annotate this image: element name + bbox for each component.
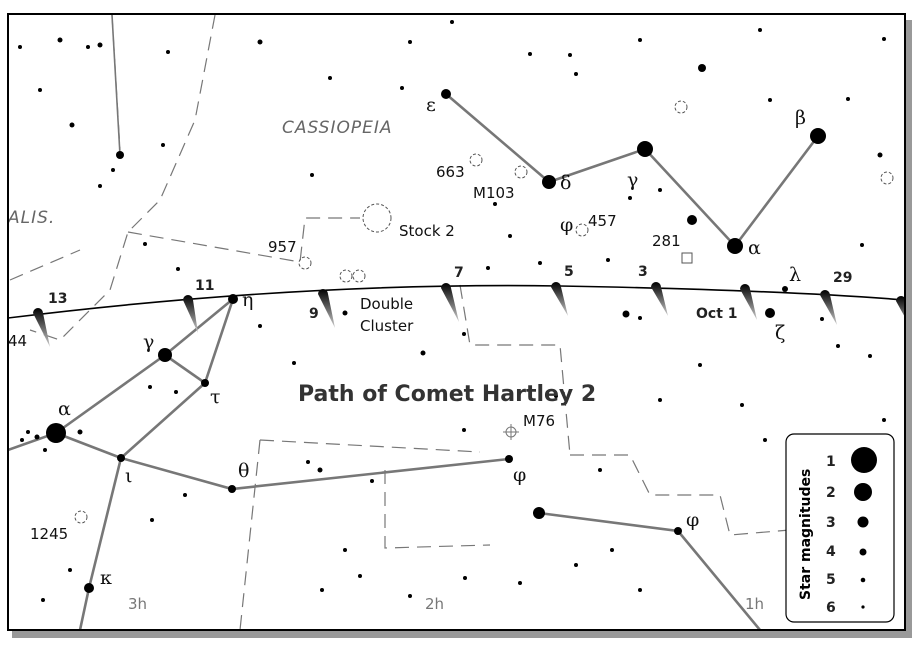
ra-label: 3h (128, 595, 147, 613)
star-label: θ (238, 460, 249, 482)
comet-marker (441, 283, 459, 322)
object-label: Cluster (360, 317, 414, 335)
object-label: 957 (268, 238, 297, 256)
legend-label: 4 (826, 544, 836, 560)
legend-label: 5 (826, 572, 836, 588)
legend-label: 1 (826, 454, 836, 470)
star-label: ε (426, 94, 436, 116)
faint-stars (18, 20, 886, 602)
comet-date-label: 9 (309, 306, 319, 322)
comet-date-label: 29 (833, 270, 852, 286)
legend-label: 3 (826, 515, 836, 531)
legend-mag-3-dot (857, 516, 869, 528)
constellation-boundaries (9, 15, 791, 629)
object-label: M76 (523, 412, 555, 430)
comet-date-label: 7 (454, 265, 464, 281)
star-label: β (795, 107, 806, 129)
comet-marker (820, 290, 837, 325)
comet-markers (33, 282, 904, 347)
comet-date-label: 3 (638, 264, 648, 280)
chart-frame (7, 13, 906, 631)
star-label: α (748, 237, 761, 259)
object-label: M103 (473, 184, 515, 202)
ra-label: 1h (745, 595, 764, 613)
star-label: α (58, 398, 71, 420)
object-label: 281 (652, 232, 681, 250)
object-label: Double (360, 295, 413, 313)
legend-label: 2 (826, 485, 836, 501)
comet-date-label: 11 (195, 278, 214, 294)
comet-marker (551, 282, 568, 316)
comet-marker (896, 296, 904, 316)
star-label: γ (627, 169, 638, 191)
legend-mag-2-dot (854, 483, 872, 501)
comet-marker (651, 282, 668, 316)
star-label: λ (789, 264, 801, 286)
star-label: φ (560, 214, 573, 236)
star-label: η (242, 289, 253, 311)
constellation-label: CASSIOPEIA (282, 118, 393, 138)
object-label: 44 (8, 332, 27, 350)
object-label: 663 (436, 163, 465, 181)
comet-date-label: 5 (564, 264, 574, 280)
legend-mag-4-dot (859, 548, 867, 556)
star-label: τ (210, 386, 221, 408)
constellation-label-partial: ALIS. (7, 208, 55, 228)
star-label: δ (560, 172, 571, 194)
comet-marker (317, 288, 335, 328)
star-label: ι (125, 465, 132, 487)
comet-marker (183, 295, 198, 333)
star-label: φ (513, 464, 526, 486)
bright-stars (46, 64, 826, 593)
object-label: 457 (588, 212, 617, 230)
object-label: 1245 (30, 525, 68, 543)
ra-label: 2h (425, 595, 444, 613)
comet-date-label: Oct 1 (696, 306, 738, 322)
legend-title: Star magnitudes (798, 469, 814, 600)
chart-title: Path of Comet Hartley 2 (298, 382, 596, 407)
star-label: ζ (775, 322, 785, 344)
legend-label: 6 (826, 600, 836, 616)
star-label: φ (686, 509, 699, 531)
star-label: γ (143, 331, 154, 353)
legend-mag-6-dot (861, 605, 865, 609)
deep-sky-objects (74, 100, 894, 524)
comet-date-label: 13 (48, 291, 67, 307)
comet-marker (33, 308, 50, 347)
comet-path (9, 284, 904, 319)
legend-mag-5-dot (860, 577, 866, 583)
legend-mag-1-dot (851, 447, 877, 473)
magnitude-legend: Star magnitudes 1 2 3 4 5 6 (785, 433, 895, 623)
object-label: Stock 2 (399, 222, 455, 240)
comet-marker (740, 284, 757, 320)
star-label: κ (100, 567, 112, 589)
